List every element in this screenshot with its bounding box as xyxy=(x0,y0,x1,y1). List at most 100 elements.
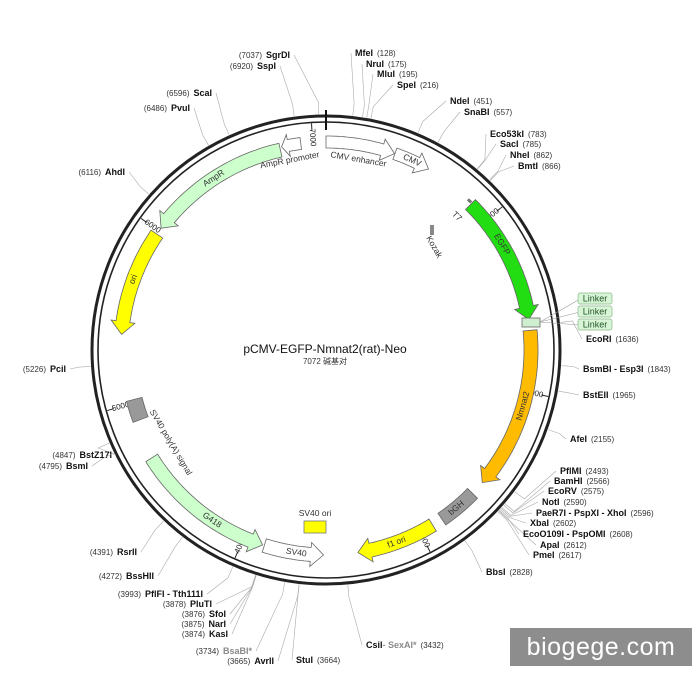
site-leader xyxy=(489,154,507,181)
feature-ampr xyxy=(159,142,283,229)
site-name: EcoO109I - PspOMI xyxy=(523,529,606,539)
site-ahdi: AhdI(6116) xyxy=(78,167,125,177)
feature-label: SV40 ori xyxy=(299,508,332,518)
site-name: NruI xyxy=(366,59,384,69)
site-scai: ScaI (6596) xyxy=(166,88,212,98)
site-spei: SpeI (216) xyxy=(397,80,439,90)
site-leader xyxy=(503,490,545,514)
site-leader xyxy=(370,84,394,119)
site-kasi: KasI (3874) xyxy=(182,629,228,639)
site-name: PvuI xyxy=(171,103,190,113)
site-position: (216) xyxy=(420,81,439,90)
site-name: SpeI xyxy=(397,80,416,90)
site-leader xyxy=(231,575,257,635)
site-name: EcoRI xyxy=(586,334,612,344)
site-position: (2617) xyxy=(559,551,582,560)
site-position: (1843) xyxy=(648,365,671,374)
site-snabi: SnaBI (557) xyxy=(464,107,513,117)
site-position: (2590) xyxy=(564,498,587,507)
site-name: NotI xyxy=(542,497,560,507)
site-name: PflFI - Tth111I xyxy=(145,589,203,599)
site-position: (451) xyxy=(474,97,493,106)
site-name: SnaBI xyxy=(464,107,490,117)
site-sfoi: SfoI(3876) xyxy=(182,609,226,619)
site-leader xyxy=(277,584,300,662)
site-name: AfeI xyxy=(570,434,587,444)
site-position: (2828) xyxy=(510,568,533,577)
site-name: PmeI xyxy=(533,550,555,560)
site-position: (2612) xyxy=(564,541,587,550)
site-name: ScaI xyxy=(193,88,212,98)
site-position: (785) xyxy=(523,140,542,149)
site-leader xyxy=(548,429,567,440)
site-bsshii: BssHII(4272) xyxy=(99,571,154,581)
site-leader xyxy=(347,584,363,646)
site-leader xyxy=(350,52,355,116)
site-bbsi: BbsI(2828) xyxy=(486,567,533,577)
site-position: (3432) xyxy=(421,641,444,650)
site-leader xyxy=(560,320,583,340)
site-name: NdeI xyxy=(450,96,470,106)
site-position: (783) xyxy=(528,130,547,139)
site-name: EcoRV xyxy=(548,486,577,496)
site-bsteii: BstEII(1965) xyxy=(583,390,636,400)
tick-mark xyxy=(234,551,239,559)
site-leader xyxy=(489,165,515,181)
site-leader xyxy=(477,133,487,169)
site-ndei: NdeI (451) xyxy=(450,96,493,106)
site-leader xyxy=(69,366,91,370)
feature-label: SV40 xyxy=(285,546,307,559)
site-name: RsrII xyxy=(117,547,137,557)
linker-tag xyxy=(577,292,613,305)
site-name: PaeR7I - PspXI - XhoI xyxy=(536,508,627,518)
feature-label: T7 xyxy=(450,209,464,223)
site-position: (2493) xyxy=(586,467,609,476)
site-leader xyxy=(498,510,537,546)
site-ecoo109i-pspomi: EcoO109I - PspOMI (2608) xyxy=(523,529,633,539)
site-leader xyxy=(361,63,365,117)
site-position: (3874) xyxy=(182,630,205,639)
site-name: MfeI xyxy=(355,48,373,58)
site-leader xyxy=(500,508,533,517)
feature-bgh xyxy=(437,487,479,526)
site-leader xyxy=(215,575,256,605)
site-position: (2608) xyxy=(610,530,633,539)
site-name: SspI xyxy=(257,61,276,71)
site-position: (6920) xyxy=(230,62,253,71)
site-position: (1636) xyxy=(616,335,639,344)
site-leader xyxy=(229,575,257,615)
linker-label: Linker xyxy=(583,294,608,304)
site-stui: StuI(3664) xyxy=(296,655,340,665)
tick-label: 7000 xyxy=(308,128,318,147)
site-name: BsaBI* xyxy=(223,646,253,656)
site-name: SgrDI xyxy=(266,50,290,60)
site-leader xyxy=(97,442,117,456)
site-avrii: AvrII(3665) xyxy=(227,656,274,666)
site-name: PciI xyxy=(50,364,66,374)
site-position: (195) xyxy=(399,70,418,79)
site-pvui: PvuI(6486) xyxy=(144,103,190,113)
site-name: SacI xyxy=(500,139,519,149)
site-name: BsmI xyxy=(66,461,88,471)
feature-g418 xyxy=(145,453,264,553)
site-position: (5226) xyxy=(23,365,46,374)
site-rsrii: RsrII(4391) xyxy=(90,547,137,557)
site-bsmbi-esp3i: BsmBI - Esp3I(1843) xyxy=(583,364,671,374)
site-position: (862) xyxy=(534,151,553,160)
site-position: (4795) xyxy=(39,462,62,471)
site-name: SfoI xyxy=(209,609,226,619)
site-position: (4272) xyxy=(99,572,122,581)
site-sgrdi: SgrDI(7037) xyxy=(239,50,290,60)
site-leader xyxy=(497,511,530,556)
site-name: KasI xyxy=(209,629,228,639)
site-leader xyxy=(140,520,164,553)
linker-tag xyxy=(577,305,613,318)
feature-sv40-poly-a-signal xyxy=(125,396,149,423)
site-leader xyxy=(91,452,114,467)
site-name: CsiI xyxy=(366,640,383,650)
site-position: (6596) xyxy=(166,89,189,98)
site-leader xyxy=(157,537,183,577)
site-position: (557) xyxy=(494,108,513,117)
site-name: NarI xyxy=(208,619,226,629)
